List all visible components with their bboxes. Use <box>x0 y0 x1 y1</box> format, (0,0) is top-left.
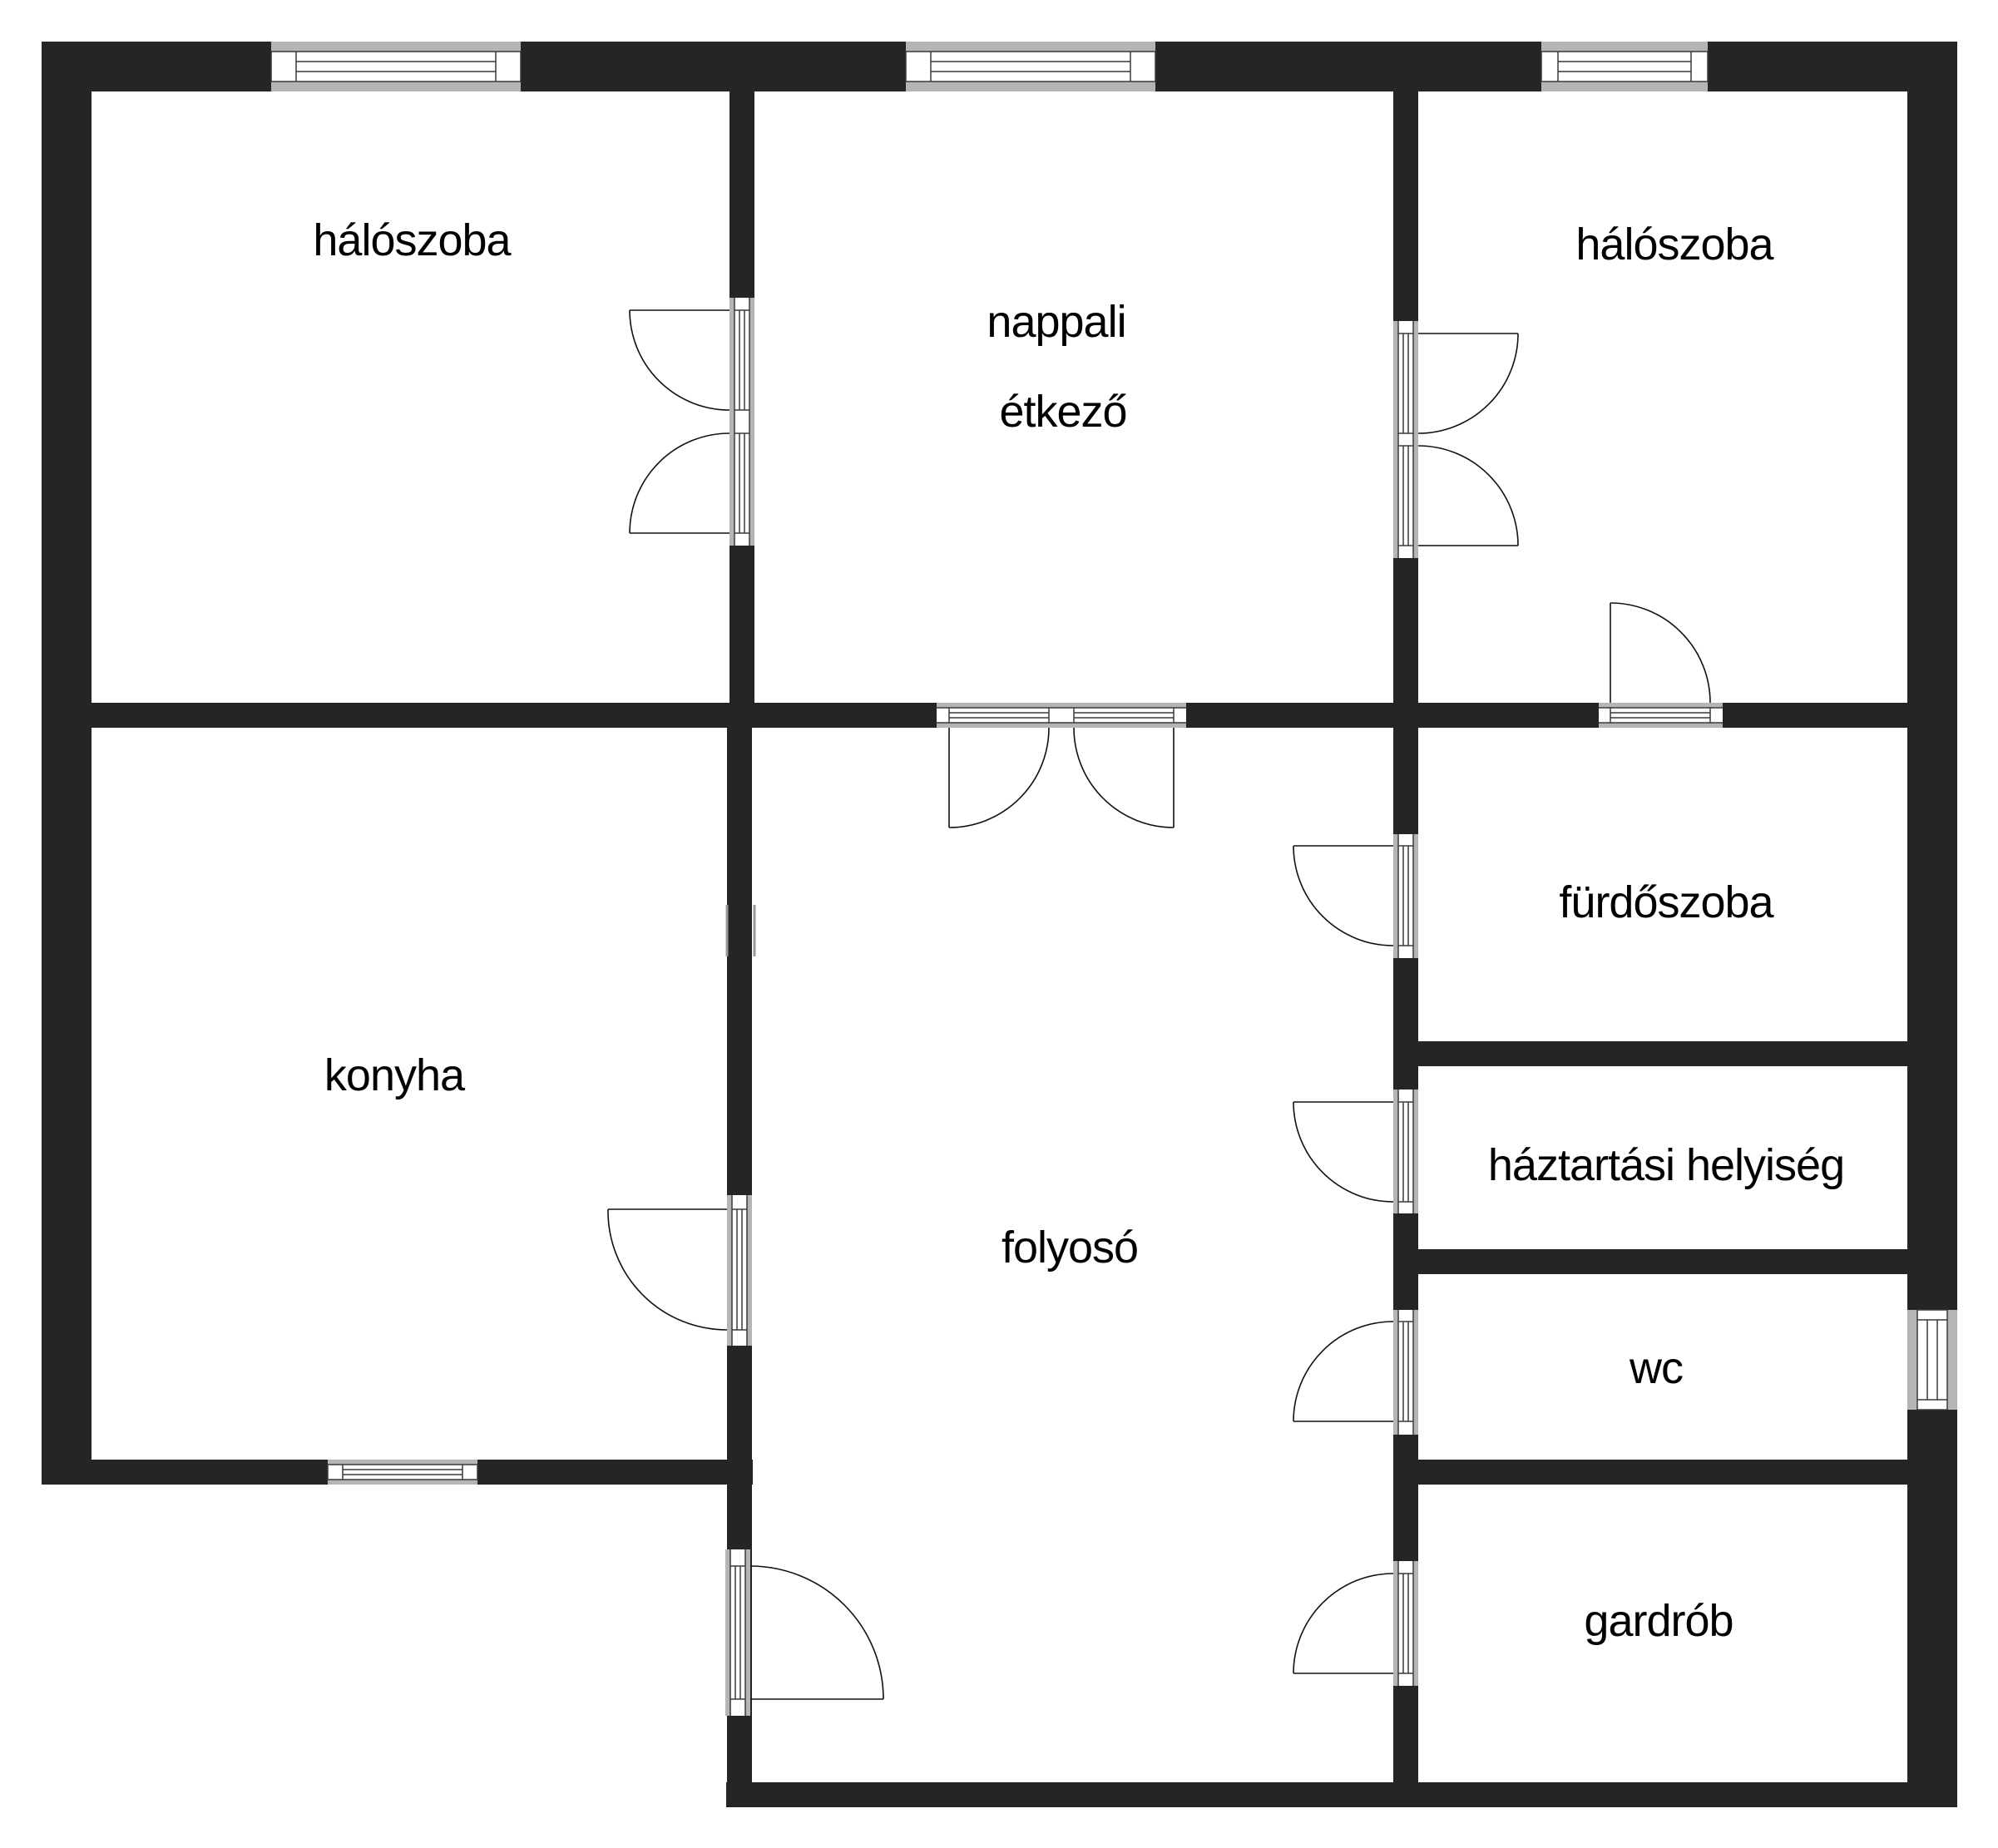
room-label-bathroom: fürdőszoba <box>1559 877 1773 927</box>
wall-wall-wc-wardrobe <box>1418 1460 1907 1485</box>
window-kitchen <box>327 1460 478 1485</box>
wall-wall-utility-wc <box>1418 1249 1907 1274</box>
door-swing-arc <box>607 1208 728 1331</box>
door-swing-arc <box>749 1565 884 1700</box>
door-swing-arc <box>1293 1573 1394 1674</box>
door-bedroom-left-lower <box>629 422 754 546</box>
door-utility <box>1293 1090 1418 1213</box>
room-label-living: nappali <box>987 297 1126 347</box>
window-living <box>905 42 1156 91</box>
door-swing-arc <box>1293 1101 1394 1203</box>
window-bedroom-left <box>270 42 522 91</box>
door-bedroom-right-upper <box>1393 321 1519 439</box>
room-label-wardrobe: gardrób <box>1584 1596 1733 1646</box>
wall-marks-layer <box>725 905 756 956</box>
wall-bottom-outer <box>726 1782 1957 1807</box>
door-wc <box>1293 1310 1418 1435</box>
door-living-hall-left <box>937 703 1061 828</box>
window-bedroom-right <box>1541 42 1709 91</box>
door-bedroom-left-upper <box>629 298 754 422</box>
door-entrance <box>725 1549 884 1716</box>
door-bathroom <box>1293 834 1418 958</box>
door-bedroom-bath <box>1599 602 1723 728</box>
door-swing-arc <box>1610 602 1711 704</box>
door-swing-arc <box>629 432 730 534</box>
door-swing-arc <box>1293 845 1394 946</box>
doors-layer <box>607 298 1723 1716</box>
door-living-hall-right <box>1061 703 1186 828</box>
room-label-bedroom-right: hálószoba <box>1575 220 1773 269</box>
room-label-dining: étkező <box>999 387 1127 437</box>
wall-wall-bath-utility <box>1418 1041 1907 1066</box>
room-label-bedroom-left: hálószoba <box>313 215 511 265</box>
windows-layer <box>270 42 1957 1485</box>
door-wardrobe <box>1293 1561 1418 1686</box>
door-swing-arc <box>629 309 730 411</box>
door-swing-arc <box>948 727 1050 828</box>
door-bedroom-right-lower <box>1393 439 1519 558</box>
door-swing-arc <box>1417 333 1519 434</box>
window-wc <box>1907 1309 1957 1411</box>
room-label-wc: wc <box>1630 1343 1684 1393</box>
room-label-utility: háztartási helyiség <box>1487 1140 1845 1190</box>
room-label-kitchen: konyha <box>324 1050 465 1100</box>
door-swing-arc <box>1293 1321 1394 1422</box>
wall-left-outer <box>42 42 91 1485</box>
wall-right-outer <box>1907 42 1957 1807</box>
door-swing-arc <box>1073 727 1175 828</box>
room-label-hallway: folyosó <box>1001 1223 1139 1272</box>
door-kitchen <box>607 1195 752 1346</box>
door-swing-arc <box>1417 445 1519 546</box>
